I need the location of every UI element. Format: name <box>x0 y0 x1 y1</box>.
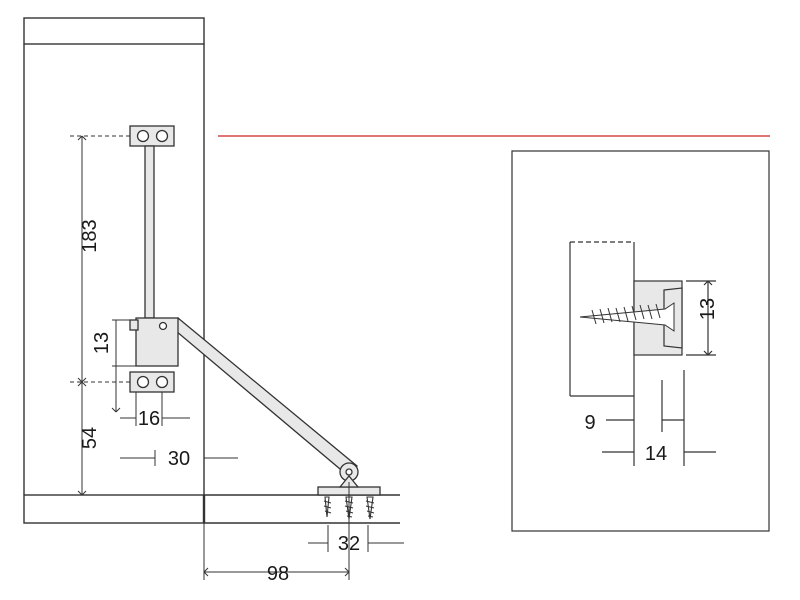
cabinet-bottom-panel <box>23 494 205 524</box>
cabinet-section <box>23 17 400 524</box>
screw-hole-icon <box>136 375 150 389</box>
screw-hole-icon <box>136 129 150 143</box>
dim-16-label: 16 <box>138 408 160 430</box>
detail-view <box>511 150 770 532</box>
detail-dimension-labels: 13 9 14 <box>584 298 719 465</box>
detail-dim-9-label: 9 <box>584 412 595 434</box>
dim-30-label: 30 <box>168 448 190 470</box>
cabinet-top-panel <box>23 17 205 45</box>
dim-183-label: 183 <box>79 219 101 252</box>
screw-hole-icon <box>155 129 169 143</box>
dim-98-label: 98 <box>267 563 289 585</box>
left-dimension-labels: 183 13 54 16 30 32 98 <box>79 219 360 585</box>
detail-screw-icon <box>579 302 675 332</box>
dim-13-label: 13 <box>91 332 113 354</box>
left-dimension-lines <box>70 135 404 580</box>
vertical-stay-rod <box>144 145 155 319</box>
detail-dim-13-label: 13 <box>697 298 719 320</box>
detail-dim-14-label: 14 <box>645 443 667 465</box>
dim-54-label: 54 <box>79 427 101 449</box>
screw-hole-icon <box>155 375 169 389</box>
pivot-pin-icon <box>158 321 168 331</box>
stay-bracket-housing <box>135 317 179 367</box>
lid-stay-mechanism <box>129 125 381 520</box>
diagonal-stay-arm <box>169 317 359 475</box>
dim-32-label: 32 <box>338 533 360 555</box>
